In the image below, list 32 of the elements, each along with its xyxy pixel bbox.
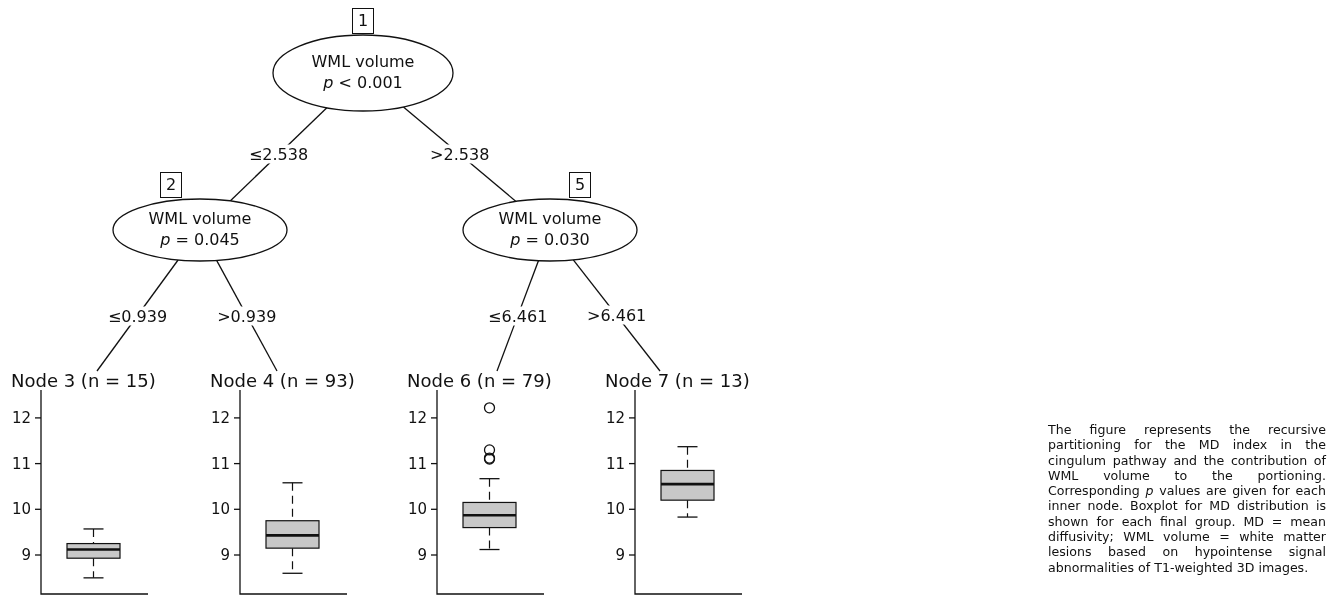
axis-tick-label: 12 bbox=[209, 408, 230, 427]
p-value: p = 0.045 bbox=[159, 230, 241, 249]
edge-label: >2.538 bbox=[428, 144, 492, 164]
edge-label: >0.939 bbox=[215, 306, 279, 326]
node-number: 1 bbox=[352, 8, 374, 34]
leaf-node-title: Node 4 (n = 93) bbox=[210, 370, 355, 391]
p-value: p = 0.030 bbox=[509, 230, 591, 249]
variable-name: WML volume bbox=[310, 52, 416, 71]
variable-name: WML volume bbox=[147, 209, 253, 228]
variable-name: WML volume bbox=[497, 209, 603, 228]
axis-tick-label: 9 bbox=[614, 546, 625, 564]
axis-tick-label: 9 bbox=[219, 546, 230, 564]
axis-tick-label: 9 bbox=[20, 546, 31, 564]
caption: The figure represents the recursive partitioning for the MD index in the cingulum pathway and the contribution of WML volume to the portioning. Corresponding p values are given for each inner node. Boxplot for MD distribution is shown for each final group. MD = mean diffusivity; WML volume = white matter lesions based on hypointense signal abnormalities of T1-weighted 3D images. bbox=[1048, 422, 1326, 575]
axis-tick-label: 12 bbox=[406, 408, 427, 427]
axis-tick-label: 11 bbox=[604, 454, 625, 473]
axis-tick-label: 10 bbox=[209, 500, 230, 519]
node-number: 2 bbox=[160, 172, 182, 198]
axis-tick-label: 11 bbox=[209, 454, 230, 473]
axis-tick-label: 11 bbox=[406, 454, 427, 473]
axis-tick-label: 10 bbox=[604, 500, 625, 519]
axis-tick-label: 10 bbox=[10, 500, 31, 519]
axis-tick-label: 11 bbox=[10, 454, 31, 473]
axis-tick-label: 12 bbox=[604, 408, 625, 427]
axis-tick-label: 10 bbox=[406, 500, 427, 519]
node-number: 5 bbox=[569, 172, 591, 198]
axis-tick-label: 9 bbox=[416, 546, 427, 564]
axis-tick-label: 12 bbox=[10, 408, 31, 427]
p-value: p < 0.001 bbox=[322, 73, 404, 92]
leaf-node-title: Node 6 (n = 79) bbox=[407, 370, 552, 391]
leaf-node-title: Node 7 (n = 13) bbox=[605, 370, 750, 391]
leaf-node-title: Node 3 (n = 15) bbox=[11, 370, 156, 391]
